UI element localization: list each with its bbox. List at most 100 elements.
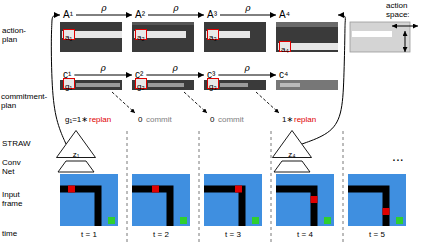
commitment-plan-strip: c³g₃ — [204, 64, 266, 92]
separator — [271, 131, 272, 242]
straw-triangle: z₁ — [56, 130, 96, 158]
edge-label: ρ — [100, 63, 107, 73]
commit-arrow — [184, 92, 207, 113]
marker-label: a₄ — [281, 45, 289, 54]
goal — [108, 217, 115, 224]
label: t = 2 — [153, 230, 169, 239]
frame-ground — [348, 174, 406, 226]
horizontal-arrow — [392, 26, 418, 27]
goal — [324, 217, 331, 224]
frame-ground — [60, 174, 118, 226]
label: action space: — [386, 1, 424, 19]
label: t = 5 — [369, 230, 385, 239]
action-plan-panel: A³ a₃ — [204, 4, 266, 54]
label: t = 4 — [297, 230, 313, 239]
frame-ground — [204, 174, 262, 226]
separator — [199, 131, 200, 242]
plan-marker-box: a₄ — [279, 41, 291, 52]
frame-ground — [132, 174, 190, 226]
action-space-symbol — [392, 26, 418, 52]
plan-heading: A¹ — [63, 8, 73, 22]
label: action-plan — [2, 26, 36, 44]
plan-marker-box: a₁ — [63, 29, 75, 40]
input-frame — [348, 174, 406, 226]
commit-arrows — [112, 92, 279, 113]
marker-label: g₁ — [65, 82, 72, 91]
connector-arrow — [218, 75, 276, 76]
plan-strip — [276, 80, 338, 90]
edge-label: ρ — [244, 63, 251, 73]
connector-arrow — [146, 75, 204, 76]
goal — [180, 217, 187, 224]
column-separators — [127, 131, 343, 242]
label: Conv Net — [2, 158, 28, 176]
plan-bar — [280, 83, 300, 87]
goal — [252, 217, 259, 224]
plan-marker-box: a₂ — [135, 29, 147, 40]
vertical-arrow — [405, 31, 406, 52]
label: commitment-plan — [1, 92, 50, 110]
marker-label: a₂ — [137, 33, 145, 42]
straw-triangle: z₄ — [272, 130, 312, 158]
plan-bar — [276, 22, 338, 27]
plan-bar — [132, 22, 194, 25]
plan-bar — [220, 83, 248, 87]
plan-marker-box: g₃ — [207, 78, 219, 89]
separator — [127, 131, 128, 242]
connector-arrow — [74, 75, 132, 76]
separator — [343, 131, 344, 242]
commit-arrow — [112, 92, 135, 113]
plan-marker-box: g₁ — [63, 78, 75, 89]
marker-label: a₃ — [209, 33, 217, 42]
maze-path — [132, 189, 170, 226]
convnet-trapezoid — [58, 161, 94, 172]
label: replan — [89, 115, 111, 124]
latent-label: z₄ — [288, 150, 295, 159]
label: t = 1 — [81, 230, 97, 239]
frame-ground — [276, 174, 334, 226]
agent — [68, 186, 75, 193]
plan-marker-box: g₂ — [135, 78, 147, 89]
label: 1∗ — [282, 115, 293, 124]
maze-path — [348, 189, 386, 226]
marker-label: a₁ — [65, 33, 72, 42]
label: 0 — [138, 115, 142, 124]
maze-path — [276, 189, 314, 226]
label: Input frame — [2, 190, 36, 208]
agent — [152, 186, 159, 193]
maze-path — [60, 189, 98, 226]
agent — [311, 196, 318, 203]
input-frame — [132, 174, 190, 226]
goal — [396, 217, 403, 224]
plan-bar — [76, 83, 120, 87]
label: commit — [218, 115, 244, 124]
input-frame — [204, 174, 262, 226]
connector-arrow — [76, 15, 132, 16]
plan-heading: A³ — [207, 8, 217, 22]
marker-label: g₂ — [137, 82, 145, 91]
maze-path — [204, 189, 242, 226]
label: replan — [294, 115, 316, 124]
edge-label: ρ — [244, 3, 251, 13]
latent-label: z₁ — [73, 150, 80, 159]
plan-bar — [148, 83, 184, 87]
label: g₁=1∗ — [65, 115, 88, 124]
label: 0 — [210, 115, 214, 124]
action-plan-panel: A⁴ a₄ — [276, 4, 338, 54]
plan-bar — [352, 31, 392, 37]
plan-heading: A² — [135, 8, 145, 22]
label: ... — [392, 148, 404, 164]
input-frame — [60, 174, 118, 226]
commit-arrow — [256, 92, 279, 113]
edge-label: ρ — [172, 63, 179, 73]
label: t = 3 — [225, 230, 241, 239]
agent — [235, 186, 242, 193]
plan-heading: A⁴ — [279, 8, 290, 22]
commitment-plan-strip: c¹g₁ — [60, 64, 122, 92]
marker-label: g₃ — [209, 82, 217, 91]
label: commit — [146, 115, 172, 124]
input-frame — [276, 174, 334, 226]
action-plan-panel: A¹ a₁ — [60, 4, 122, 54]
connector-arrow — [220, 15, 276, 16]
